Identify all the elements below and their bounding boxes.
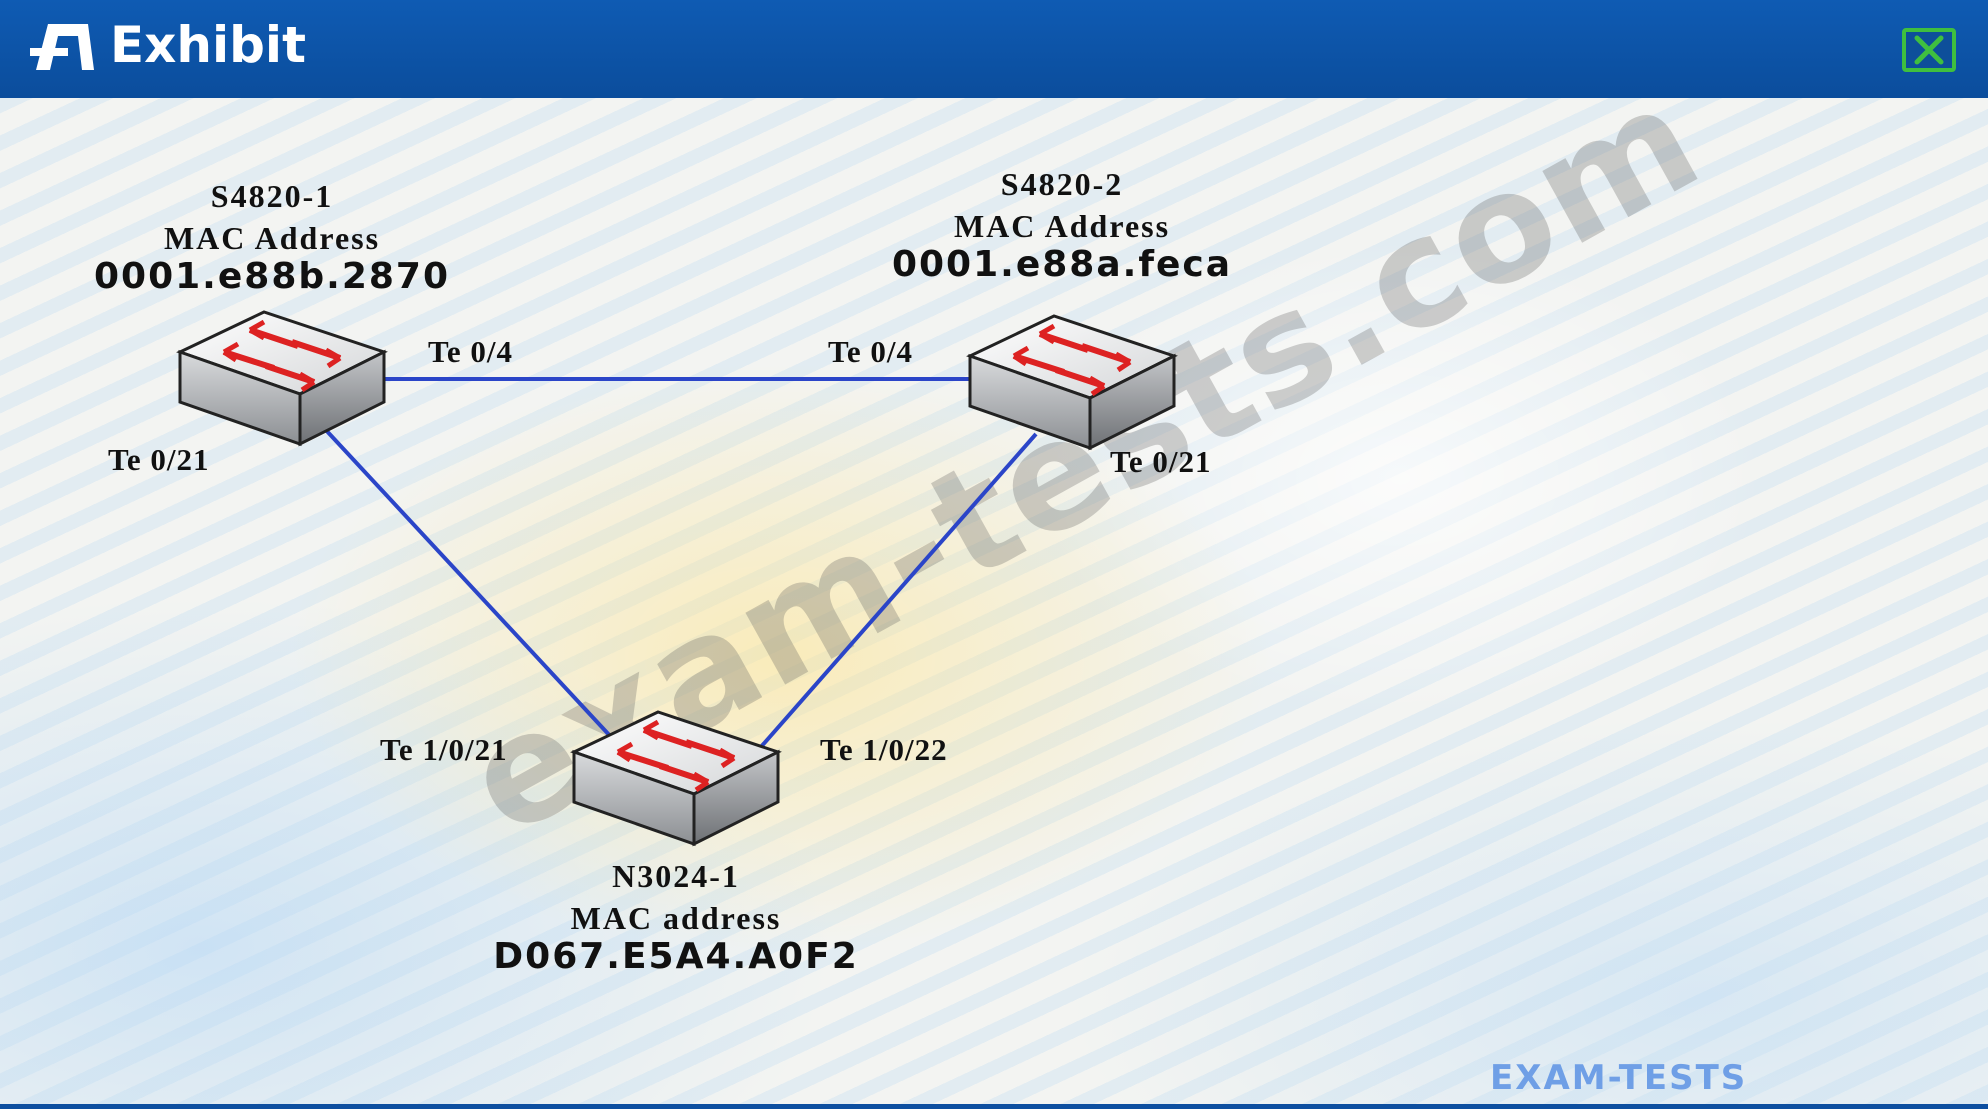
port-label-n3024-1-te1-0-22: Te 1/0/22 [820,732,948,767]
network-switch-icon[interactable] [970,316,1174,448]
device-n3024-1-mac: D067.E5A4.A0F2 [493,936,859,977]
device-s4820-1-mac: 0001.e88b.2870 [93,256,451,297]
port-label-s4820-1-te0-4: Te 0/4 [428,334,513,369]
window-bottom-border [0,1104,1988,1109]
device-n3024-1-mac-label: MAC address [570,900,782,936]
device-n3024-1-name: N3024-1 [612,858,740,894]
brand-logo-text: EXAM-TESTS [1490,1058,1748,1098]
link-s4820-2-n3024-1 [758,432,1038,750]
title-bar: Exhibit [0,0,1988,98]
device-s4820-1-mac-label: MAC Address [163,220,381,256]
network-switch-icon[interactable] [180,312,384,444]
close-x-icon [1914,35,1944,65]
port-label-n3024-1-te1-0-21: Te 1/0/21 [380,732,508,767]
link-s4820-1-n3024-1 [322,426,614,740]
port-label-s4820-2-te0-4: Te 0/4 [828,334,913,369]
exhibit-icon [30,24,94,70]
port-label-s4820-2-te0-21: Te 0/21 [1110,444,1212,479]
close-button[interactable] [1902,28,1956,72]
device-s4820-1-name: S4820-1 [210,178,334,214]
device-s4820-2-mac: 0001.e88a.feca [891,244,1233,285]
network-diagram: exam-tests.com [0,98,1988,1104]
window-title: Exhibit [110,16,306,74]
topology-links [0,98,1988,1104]
device-s4820-2-mac-label: MAC Address [953,208,1171,244]
device-s4820-2-name: S4820-2 [1000,166,1124,202]
port-label-s4820-1-te0-21: Te 0/21 [108,442,210,477]
